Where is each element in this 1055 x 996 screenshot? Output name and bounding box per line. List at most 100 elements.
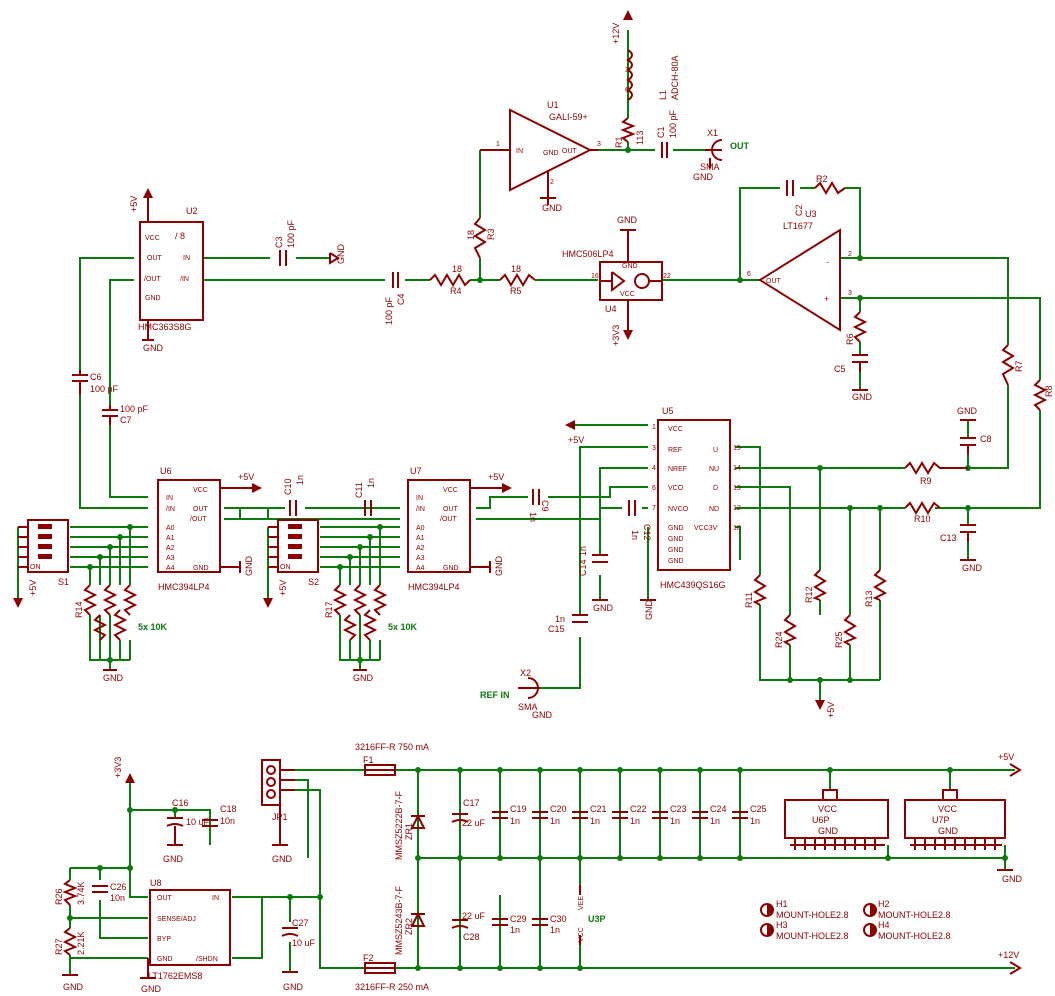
c18-ref: C18 xyxy=(220,804,237,814)
c19-value: 1n xyxy=(510,816,520,826)
r2-ref: R2 xyxy=(816,174,828,184)
u5-pin-ref: REF xyxy=(668,447,682,454)
u5-part: HMC439QS16G xyxy=(660,580,726,590)
decoupling-bank: C19 1n C20 1n C21 1n C22 1n C23 1n C24 1… xyxy=(492,804,767,826)
wires xyxy=(17,30,1041,975)
s2-dip-switch[interactable]: ON S2 +5V xyxy=(263,519,319,608)
pulldown-array-1: R14 5x 10K GND xyxy=(74,584,168,683)
c10-capacitor: C10 1n xyxy=(283,475,305,516)
h1-part: MOUNT-HOLE2.8 xyxy=(776,910,849,920)
r27-gnd: GND xyxy=(63,982,84,992)
c27-value: 10 uF xyxy=(292,938,316,948)
f2-ref: F2 xyxy=(363,953,374,963)
u1-pin1: 1 xyxy=(496,141,500,148)
u5-pin-gnd4: GND xyxy=(668,558,684,565)
u7-divider: U7 IN /IN VCC OUT /OUT A0 A1 A2 A3 A4 GN… xyxy=(407,466,512,592)
s1-ref: S1 xyxy=(58,577,69,587)
u8-pin-shdn: /SHDN xyxy=(196,956,218,963)
x2-ref: X2 xyxy=(520,668,531,678)
u5-pin-vcc3v: VCC3V xyxy=(694,525,718,532)
c15-value: 1n xyxy=(555,614,565,624)
x2-type: SMA xyxy=(518,702,538,712)
u6-ref: U6 xyxy=(160,466,172,476)
u2-pin-vcc: VCC xyxy=(145,235,160,242)
u6-pin-in: IN xyxy=(166,495,173,502)
u5-phase-detector: U5 VCC REF NREF VCO NVCO GND GND GND GND… xyxy=(565,406,741,620)
svg-text:10: 10 xyxy=(733,525,741,532)
r5-resistor: 18 R5 xyxy=(499,264,536,296)
s1-on: ON xyxy=(30,564,41,571)
c13-capacitor: C13 GND xyxy=(940,524,983,573)
jp1-header[interactable]: JP1 GND xyxy=(261,759,295,864)
s1-dip-switch[interactable]: ON S1 +5V xyxy=(13,519,69,608)
u1-pin-in: IN xyxy=(516,148,523,155)
u8-ref: U8 xyxy=(150,878,162,888)
rail-p12v: +12V xyxy=(998,950,1022,975)
u6-vcc-rail: +5V xyxy=(238,472,254,482)
mount-holes: H1 MOUNT-HOLE2.8 H2 MOUNT-HOLE2.8 H3 MOU… xyxy=(760,899,951,941)
c10-value: 1n xyxy=(295,475,305,485)
u2-vcc-rail: +5V xyxy=(129,196,139,212)
svg-text:12: 12 xyxy=(733,505,741,512)
c16-capacitor: C16 10 uF GND xyxy=(163,798,210,864)
c17-capacitor: C17 22 uF xyxy=(451,798,486,828)
u2-pin-outb: /OUT xyxy=(144,276,161,283)
u7-part: HMC394LP4 xyxy=(408,582,460,592)
u4-vco: HMC506LP4 U4 GND VCC 16 22 GND +3V3 xyxy=(562,215,671,346)
c26-value: 10n xyxy=(110,893,125,903)
c18-value: 10n xyxy=(220,816,235,826)
u7-pin-vcc: VCC xyxy=(443,487,458,494)
r7-resistor: R7 xyxy=(1001,344,1024,386)
x1-connector[interactable]: X1 SMA GND OUT xyxy=(693,128,750,182)
c12-ref: C12 xyxy=(642,524,652,541)
c16-gnd: GND xyxy=(163,854,184,864)
zr1-ref: ZR1 xyxy=(404,823,414,840)
c4-ref: C4 xyxy=(396,293,406,305)
u4-pin-vcc: VCC xyxy=(620,291,635,298)
c30-value: 1n xyxy=(550,925,560,935)
u6p-vcc: VCC xyxy=(818,804,838,814)
c9-capacitor: 1n C9 xyxy=(528,489,550,522)
u3p-vcc: VCC xyxy=(578,927,585,942)
u7-pin-a1: A1 xyxy=(416,535,425,542)
u8-part: LT1762EMS8 xyxy=(148,971,202,981)
f2-fuse: F2 3216FF-R 250 mA xyxy=(355,953,429,992)
u7-pin-a3: A3 xyxy=(416,555,425,562)
x2-gnd: GND xyxy=(532,710,553,720)
h2-part: MOUNT-HOLE2.8 xyxy=(878,910,951,920)
u4-part: HMC506LP4 xyxy=(562,249,614,259)
u2-pin-out: OUT xyxy=(147,255,163,262)
u7-gnd: GND xyxy=(494,556,504,577)
c18-capacitor: C18 10n xyxy=(202,804,237,827)
u3-ref: U3 xyxy=(805,209,817,219)
r27-value: 2.21K xyxy=(76,931,86,955)
rail-p5v: +5V xyxy=(998,752,1022,777)
u2-pin-inb: /IN xyxy=(180,276,189,283)
u5-pin-nvco: NVCO xyxy=(668,506,689,513)
u5-pin-nd: ND xyxy=(709,506,719,513)
u8-gnd: GND xyxy=(140,958,162,994)
x2-connector[interactable]: X2 SMA GND REF IN xyxy=(480,668,553,720)
c5-ref: C5 xyxy=(834,364,846,374)
c6-ref: C6 xyxy=(90,372,102,382)
u2-ref: U2 xyxy=(186,206,198,216)
u6-pin-inb: /IN xyxy=(166,506,175,513)
svg-text:3: 3 xyxy=(625,67,629,74)
c5-gnd: GND xyxy=(852,392,873,402)
u3p-power: VEE VCC U3P xyxy=(578,885,606,945)
c2-capacitor: C2 xyxy=(786,180,804,216)
u2-pin-gnd: GND xyxy=(145,295,161,302)
c12-capacitor: 1n C12 xyxy=(628,500,652,541)
u2-divider: U2 / 8 VCC OUT /OUT GND IN /IN HMC363S8G… xyxy=(129,188,204,353)
u5-pin-nref: NREF xyxy=(668,466,687,473)
c27-ref: C27 xyxy=(292,918,309,928)
u3-pin-out: OUT xyxy=(766,278,782,285)
r7-ref: R7 xyxy=(1014,360,1024,372)
r3-value: 18 xyxy=(466,230,476,240)
u3-pin-minus: - xyxy=(826,257,829,267)
u7p-gnd: GND xyxy=(938,826,959,836)
zr2-ref: ZR2 xyxy=(404,918,414,935)
c10-ref: C10 xyxy=(283,478,293,495)
l1-inductor: +12V 3 6 L1 ADCH-80A xyxy=(611,10,680,101)
c29-capacitor: C29 1n xyxy=(492,914,527,935)
